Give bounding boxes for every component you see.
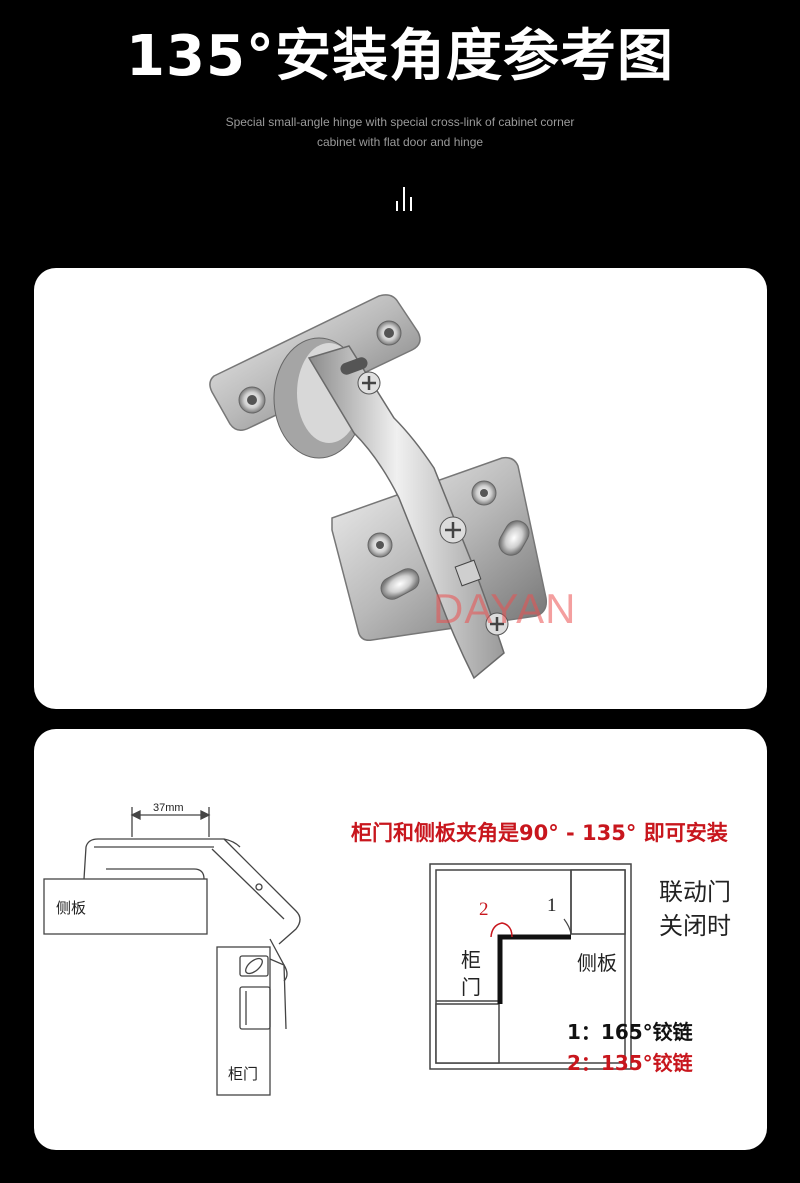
page-subtitle: Special small-angle hinge with special c…	[0, 112, 800, 152]
door-label-right-1: 柜	[461, 948, 481, 972]
bars-icon	[394, 187, 414, 211]
legend-135-hinge: 2：135°铰链	[567, 1051, 693, 1075]
side-panel-label-left: 侧板	[56, 899, 87, 917]
brand-watermark: DAYAN	[433, 585, 577, 632]
door-label-right-2: 门	[461, 975, 481, 999]
legend-165-hinge: 1：165°铰链	[567, 1020, 693, 1044]
installation-diagram-card: 37mm 侧板 柜门 柜门和侧板夹角是90° - 135° 即可安装 2 1 柜…	[34, 729, 767, 1150]
page-title: 135°安装角度参考图	[126, 24, 674, 89]
dimension-label: 37mm	[153, 802, 184, 814]
subtitle-line-1: Special small-angle hinge with special c…	[225, 115, 575, 129]
subtitle-line-2: cabinet with flat door and hinge	[316, 135, 484, 149]
angle-2-marker: 2	[479, 899, 489, 920]
linked-door-label-2: 关闭时	[659, 912, 731, 940]
hinge-product-illustration	[209, 294, 548, 680]
door-label-left: 柜门	[228, 1065, 259, 1083]
installation-angle-headline: 柜门和侧板夹角是90° - 135° 即可安装	[351, 821, 728, 845]
side-panel-label-right: 侧板	[577, 951, 617, 975]
linked-door-label-1: 联动门	[659, 878, 731, 906]
hinge-cross-section-diagram	[43, 807, 632, 1096]
angle-1-marker: 1	[547, 895, 557, 916]
product-image-card: DAYAN	[34, 268, 767, 709]
